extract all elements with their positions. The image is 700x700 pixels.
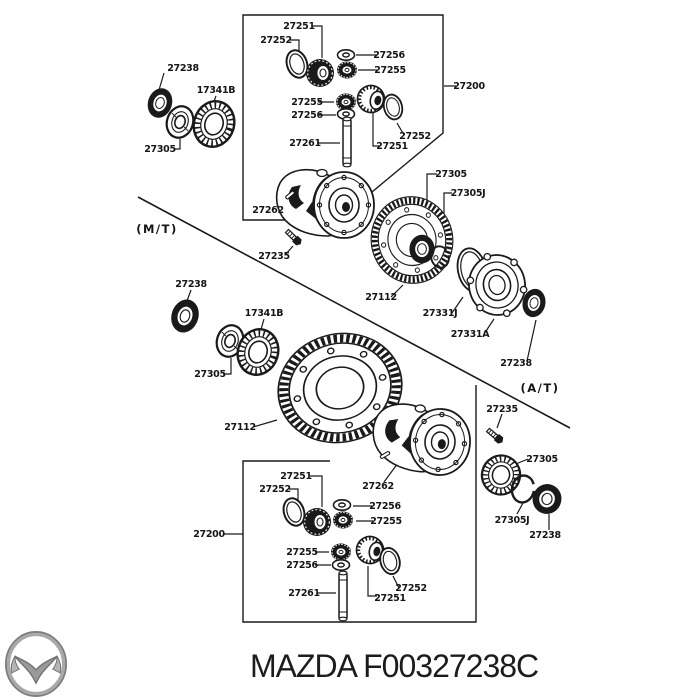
part-label-27262: 27262 — [252, 205, 284, 216]
part-label-27238: 27238 — [175, 279, 207, 290]
part-label-17341B: 17341B — [197, 85, 236, 96]
part-label-27112: 27112 — [224, 422, 256, 433]
drawing-washer-27256-bottom-top — [332, 498, 352, 512]
diagram-canvas: 27238 17341B 27305 27251 27252 27256 272… — [136, 14, 571, 623]
part-label-27256: 27256 — [369, 501, 401, 512]
part-label-27252: 27252 — [395, 583, 427, 594]
part-label-27251: 27251 — [283, 21, 315, 32]
part-label-27238: 27238 — [500, 358, 532, 369]
drawing-sidegear-27251-top — [305, 58, 335, 88]
part-label-27238: 27238 — [167, 63, 199, 74]
part-label-27255: 27255 — [291, 97, 323, 108]
part-label-27235: 27235 — [258, 251, 290, 262]
drawing-pinion-27255-bottom-top — [332, 511, 354, 529]
group-box-top — [242, 14, 444, 221]
part-label-27252: 27252 — [399, 131, 431, 142]
part-label-27261: 27261 — [288, 588, 320, 599]
drawing-washer-27256-top — [336, 48, 356, 62]
group-box-bottom — [242, 385, 477, 623]
part-label-27255: 27255 — [286, 547, 318, 558]
part-label-27305J: 27305J — [451, 188, 486, 199]
drawing-seal-27238-bottom-right — [528, 480, 566, 518]
part-label-27262: 27262 — [362, 481, 394, 492]
part-label-27256: 27256 — [373, 50, 405, 61]
part-code: F00327238C — [363, 648, 539, 684]
part-label-27251: 27251 — [374, 593, 406, 604]
drawing-pinion-27255-mid — [335, 93, 357, 111]
part-label-27331J: 27331J — [423, 308, 458, 319]
drawing-seal-27238-lower-left — [166, 295, 204, 337]
drawing-shaft-27261-bottom — [338, 570, 348, 622]
drawing-diffcase-27262-top — [275, 168, 375, 239]
drawing-bolt-27235-bottom — [484, 426, 506, 446]
mazda-logo — [4, 629, 68, 700]
drawing-washer-27256-bottom-mid — [331, 558, 351, 572]
part-label-27261: 27261 — [289, 138, 321, 149]
part-label-27305: 27305 — [435, 169, 467, 180]
drawing-diffcase-27262-bottom — [369, 400, 474, 478]
part-label-27256: 27256 — [286, 560, 318, 571]
part-label-27112: 27112 — [365, 292, 397, 303]
section-label-mt: (M/T) — [136, 222, 178, 236]
part-label-27305: 27305 — [194, 369, 226, 380]
part-label-27331A: 27331A — [451, 329, 491, 340]
part-label-27238: 27238 — [529, 530, 561, 541]
part-label-17341B: 17341B — [245, 308, 284, 319]
part-label-27305J: 27305J — [495, 515, 530, 526]
part-label-27251: 27251 — [376, 141, 408, 152]
part-label-27256: 27256 — [291, 110, 323, 121]
drawing-shaft-27261-top — [342, 116, 352, 168]
drawing-pinion-27255-bottom-mid — [330, 543, 352, 561]
part-label-27252: 27252 — [259, 484, 291, 495]
drawing-bearing-17341B-top-left — [188, 96, 240, 152]
part-label-27255: 27255 — [370, 516, 402, 527]
part-label-27305: 27305 — [144, 144, 176, 155]
part-label-27200: 27200 — [453, 81, 485, 92]
drawing-pinion-27255-top — [336, 61, 358, 79]
part-label-27200: 27200 — [193, 529, 225, 540]
part-label-27305: 27305 — [526, 454, 558, 465]
part-label-27255: 27255 — [374, 65, 406, 76]
part-label-27252: 27252 — [260, 35, 292, 46]
drawing-bearing-27305-bottom-right — [478, 451, 524, 498]
part-label-27235: 27235 — [486, 404, 518, 415]
drawing-sidegear-27251-bottom — [302, 507, 332, 537]
drawing-sidegear-27251-top-right — [353, 81, 389, 117]
section-label-at: (A/T) — [521, 381, 560, 395]
part-label-27251: 27251 — [280, 471, 312, 482]
mt-at-divider-line — [137, 196, 571, 429]
drawing-ringgear-27112-at — [364, 190, 459, 290]
brand-name: MAZDA — [250, 648, 356, 684]
footer-caption: MAZDA F00327238C — [250, 648, 539, 685]
